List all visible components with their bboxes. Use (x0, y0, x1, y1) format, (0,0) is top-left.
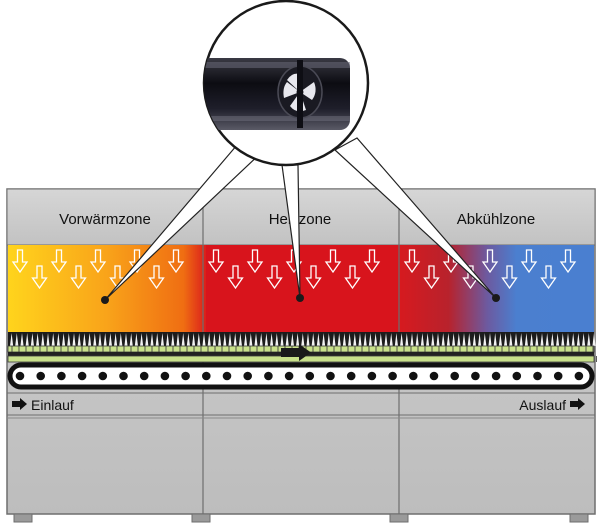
roller (119, 371, 128, 381)
roller (429, 371, 439, 381)
nozzle-teeth (10, 333, 596, 346)
roller (222, 371, 232, 381)
conveyor-belt (7, 362, 595, 390)
down-arrow-icon (540, 265, 557, 290)
preheat-heat-transition (184, 245, 208, 332)
roller (305, 371, 315, 381)
roller (284, 371, 294, 381)
roller (574, 371, 584, 381)
down-arrow-icon (481, 249, 499, 274)
down-arrow-icon (207, 249, 225, 274)
roller (409, 371, 418, 381)
nozzle-icon (204, 58, 350, 130)
magnifier-callout (101, 0, 500, 304)
roller (367, 371, 377, 381)
down-arrow-icon (227, 265, 244, 290)
roller (346, 371, 356, 381)
arrow-right-icon (570, 398, 585, 410)
roller (202, 371, 211, 381)
down-arrow-icon (559, 249, 577, 274)
transport-direction-arrow (281, 344, 311, 361)
roller (471, 371, 480, 381)
conveyor-loop (7, 362, 595, 390)
roller (181, 371, 190, 381)
roller (98, 371, 108, 381)
roller (491, 371, 501, 381)
zone-label-cool: Abkühlzone (457, 211, 535, 228)
zone-label-band (6, 188, 596, 246)
down-arrow-icon (305, 265, 322, 290)
callout-wedge-right (333, 137, 497, 299)
heat-nozzle-marker (296, 294, 304, 302)
conveyor-rollers (15, 371, 584, 381)
down-arrow-icon (11, 249, 29, 274)
down-arrow-icon (246, 249, 264, 274)
down-arrow-icon (501, 265, 518, 290)
roller (533, 371, 542, 381)
nozzle-row (8, 332, 596, 346)
roller (15, 371, 25, 381)
down-arrow-icon (167, 249, 185, 274)
roller (326, 371, 335, 381)
outlet-marker: Auslauf (519, 397, 585, 413)
roller (388, 371, 397, 381)
roller (139, 371, 149, 381)
down-arrow-icon (50, 249, 68, 274)
roller (36, 371, 45, 381)
zone-label-heat: Heizzone (269, 211, 332, 228)
down-arrow-icon (31, 265, 48, 290)
oven-feet (13, 513, 589, 523)
arrow-right-icon (12, 398, 27, 410)
zone-label-preheat: Vorwärmzone (59, 211, 151, 228)
down-arrow-icon (423, 265, 440, 290)
down-arrow-icon (89, 249, 107, 274)
roller (450, 371, 460, 381)
roller (243, 371, 252, 381)
outlet-label: Auslauf (519, 397, 566, 413)
roller (512, 371, 522, 381)
down-arrow-icon (344, 265, 361, 290)
down-arrow-icon (462, 265, 479, 290)
cool-nozzle-marker (492, 294, 500, 302)
preheat-nozzle-marker (101, 296, 109, 304)
roller (160, 371, 170, 381)
down-arrow-icon (266, 265, 283, 290)
down-arrow-icon (363, 249, 381, 274)
cool-zone-fill (400, 245, 594, 332)
roller (264, 371, 273, 381)
preheat-zone-fill (8, 245, 186, 332)
roller (77, 371, 87, 381)
inlet-label: Einlauf (31, 397, 74, 413)
roller (57, 371, 66, 381)
roller (553, 371, 563, 381)
inlet-marker: Einlauf (12, 397, 74, 413)
down-arrow-icon (324, 249, 342, 274)
down-arrow-icon (70, 265, 87, 290)
down-arrow-icon (148, 265, 165, 290)
down-arrow-icon (403, 249, 421, 274)
down-arrow-icon (520, 249, 538, 274)
